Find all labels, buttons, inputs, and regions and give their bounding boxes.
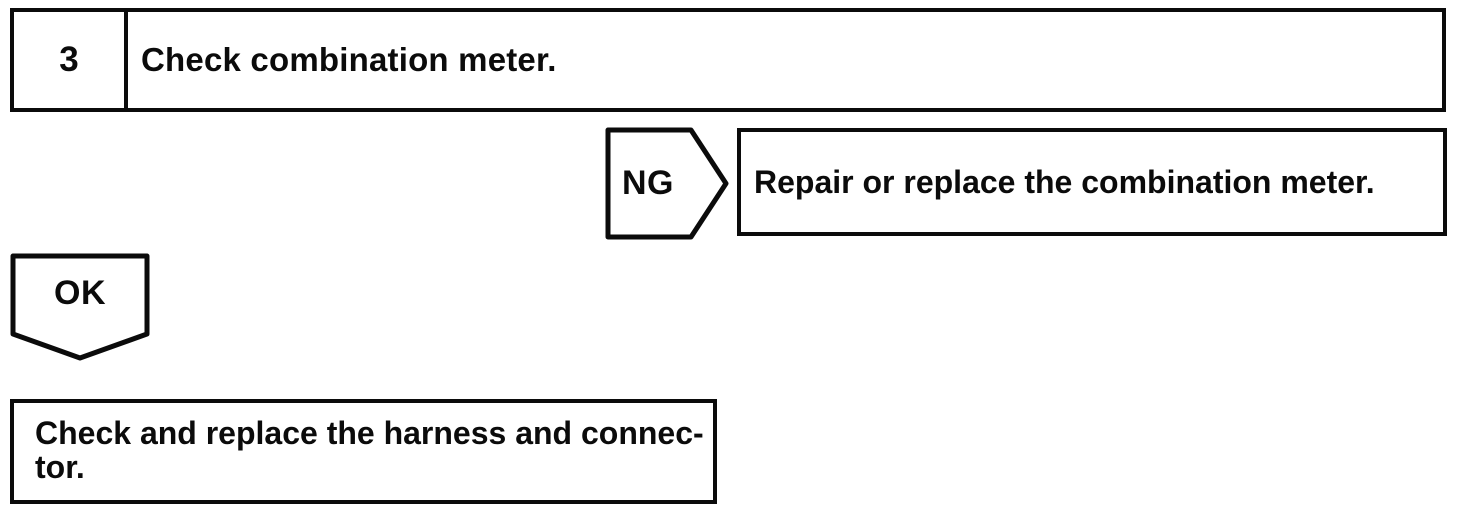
ok-action-box: Check and replace the harness and connec…	[10, 399, 717, 504]
ok-label: OK	[54, 273, 106, 312]
ok-connector: OK	[10, 253, 150, 361]
step-instruction: Check combination meter.	[141, 41, 557, 78]
ok-arrow-icon	[10, 253, 150, 361]
ng-action-box: Repair or replace the combination meter.	[737, 128, 1447, 236]
ng-action-text: Repair or replace the combination meter.	[754, 163, 1375, 200]
step-box: 3 Check combination meter.	[10, 8, 1446, 112]
step-number: 3	[14, 12, 128, 108]
ng-label: NG	[622, 164, 674, 202]
ng-arrow-icon	[605, 127, 729, 240]
ng-connector: NG	[605, 127, 729, 240]
ok-action-text: Check and replace the harness and connec…	[35, 415, 704, 485]
